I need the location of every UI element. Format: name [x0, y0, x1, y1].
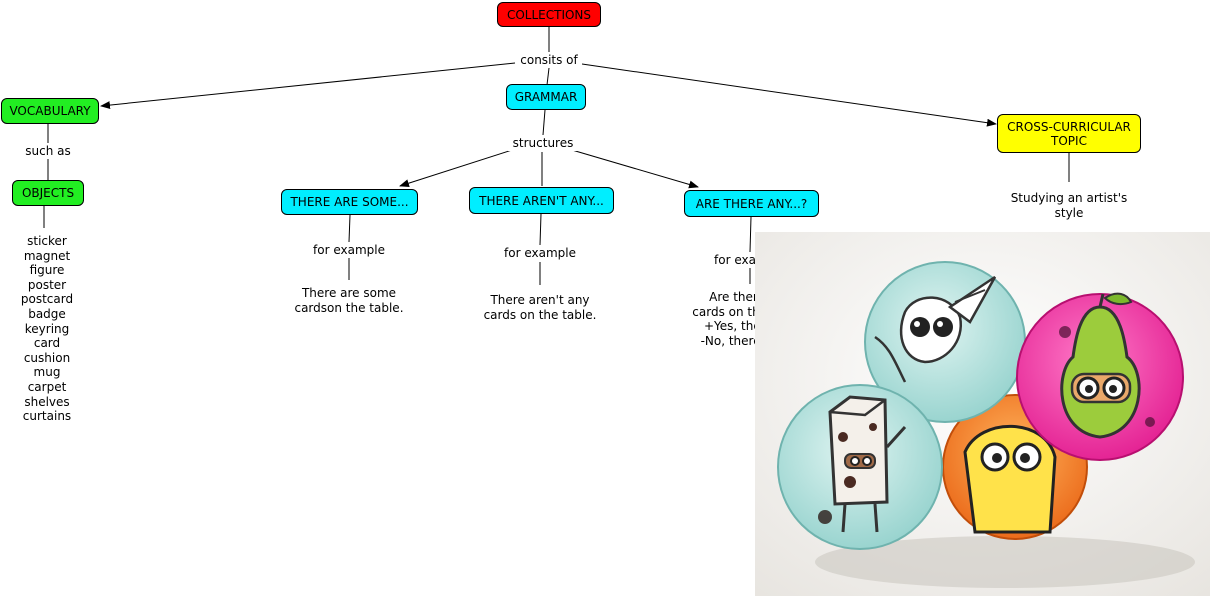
example-line: cardson the table. [294, 300, 404, 315]
list-item: shelves [24, 394, 70, 409]
connector-question-example [749, 216, 752, 253]
list-item: poster [27, 277, 67, 292]
node-cross-curricular[interactable]: CROSS-CURRICULAR TOPIC [997, 114, 1141, 153]
list-item: postcard [20, 292, 74, 307]
example-line: There aren't any [490, 293, 590, 307]
list-item: magnet [23, 248, 71, 263]
milk-badge [777, 384, 943, 550]
example-line: cards on the table. [483, 307, 597, 322]
link-label-structures: structures [508, 136, 578, 151]
connector-grammar-structures [542, 109, 546, 136]
node-grammar[interactable]: GRAMMAR [506, 84, 586, 110]
link-label-for-example-any: for example [500, 246, 580, 261]
node-are-there-any[interactable]: ARE THERE ANY...? [684, 190, 819, 217]
list-item: keyring [24, 321, 70, 336]
arrow-structures-question [571, 149, 699, 189]
objects-list: sticker magnet figure poster postcard ba… [4, 234, 90, 424]
arrow-consits-cross [581, 63, 997, 127]
link-label-consits-of: consits of [516, 53, 582, 68]
list-item: figure [29, 263, 65, 278]
example-there-arent-any: There aren't any cards on the table. [465, 293, 615, 322]
example-line: style [1054, 205, 1084, 220]
arrow-consits-vocabulary [100, 62, 516, 110]
example-cross-curricular: Studying an artist's style [994, 191, 1144, 220]
node-there-are-some[interactable]: THERE ARE SOME... [281, 189, 418, 215]
list-item: card [33, 336, 61, 351]
pear-badge [1016, 292, 1184, 461]
list-item: badge [28, 306, 66, 321]
list-item: curtains [22, 409, 72, 424]
arrow-structures-some [399, 149, 513, 188]
connector-consits-grammar [546, 67, 550, 86]
bunny-badge [864, 261, 1026, 423]
node-objects[interactable]: OBJECTS [12, 180, 84, 206]
connector-any-example [539, 213, 542, 246]
link-label-for-example-some: for example [309, 243, 389, 258]
list-item: mug [33, 365, 61, 380]
connector-some-example [348, 214, 351, 243]
list-item: carpet [27, 379, 67, 394]
node-vocabulary[interactable]: VOCABULARY [1, 98, 99, 124]
example-there-are-some: There are some cardson the table. [279, 286, 419, 315]
example-line: Studying an artist's [1010, 191, 1128, 205]
node-there-arent-any[interactable]: THERE AREN'T ANY... [469, 187, 614, 214]
example-line: There are some [301, 286, 397, 300]
link-label-such-as: such as [16, 144, 80, 159]
node-collections[interactable]: COLLECTIONS [497, 2, 601, 27]
list-item: cushion [23, 350, 71, 365]
badges-photo [755, 232, 1210, 596]
list-item: sticker [27, 234, 67, 248]
